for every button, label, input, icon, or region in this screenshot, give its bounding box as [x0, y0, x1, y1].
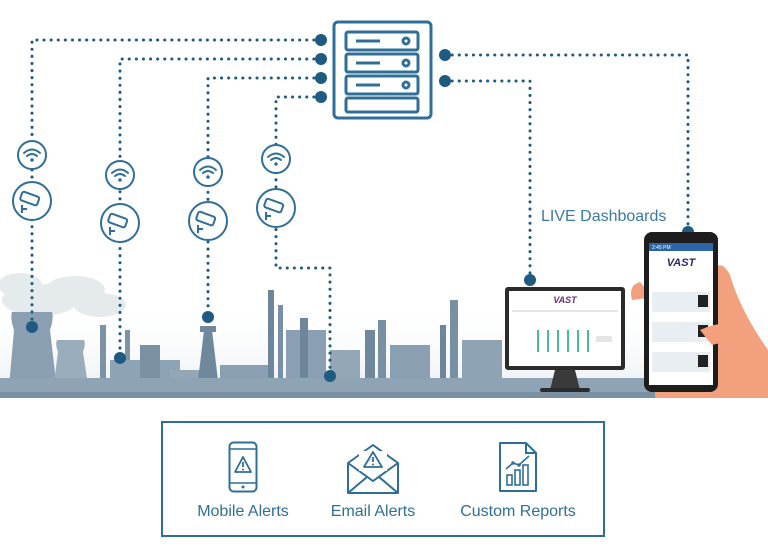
email-alert-icon [345, 443, 401, 500]
report-chart-icon [498, 441, 538, 498]
security-camera-icon [188, 201, 228, 241]
wifi-icon [199, 165, 217, 174]
sensor-station-2 [100, 160, 140, 243]
wifi-icon [267, 152, 285, 161]
monitor-vast-logo: VAST [553, 295, 578, 305]
sensor-station-1 [12, 140, 52, 221]
mobile-alerts-item: Mobile Alerts [173, 423, 313, 535]
security-camera-icon [12, 181, 52, 221]
live-dashboards-label: LIVE Dashboards [541, 208, 667, 225]
custom-reports-item: Custom Reports [448, 423, 588, 535]
sensor-station-3 [188, 157, 228, 241]
security-camera-icon [256, 188, 296, 228]
connection-lines [30, 38, 690, 378]
mobile-alert-icon [228, 441, 258, 498]
mobile-alerts-label: Mobile Alerts [197, 503, 289, 520]
wifi-icon [111, 168, 129, 177]
custom-reports-label: Custom Reports [460, 503, 576, 520]
email-alerts-item: Email Alerts [303, 423, 443, 535]
security-camera-icon [100, 203, 140, 243]
industrial-skyline [0, 273, 768, 398]
phone-vast-logo: VAST [667, 257, 697, 269]
phone-time: 2:45 PM [652, 245, 671, 251]
connection-nodes [26, 34, 694, 382]
desktop-monitor: VAST [505, 287, 625, 392]
alerts-panel: Mobile Alerts Email Alerts [161, 421, 605, 537]
email-alerts-label: Email Alerts [330, 503, 416, 520]
server-rack-icon [332, 20, 433, 120]
wifi-icon [23, 148, 41, 157]
hand-holding-phone: 2:45 PM VAST [631, 232, 768, 398]
sensor-station-4 [256, 144, 296, 228]
